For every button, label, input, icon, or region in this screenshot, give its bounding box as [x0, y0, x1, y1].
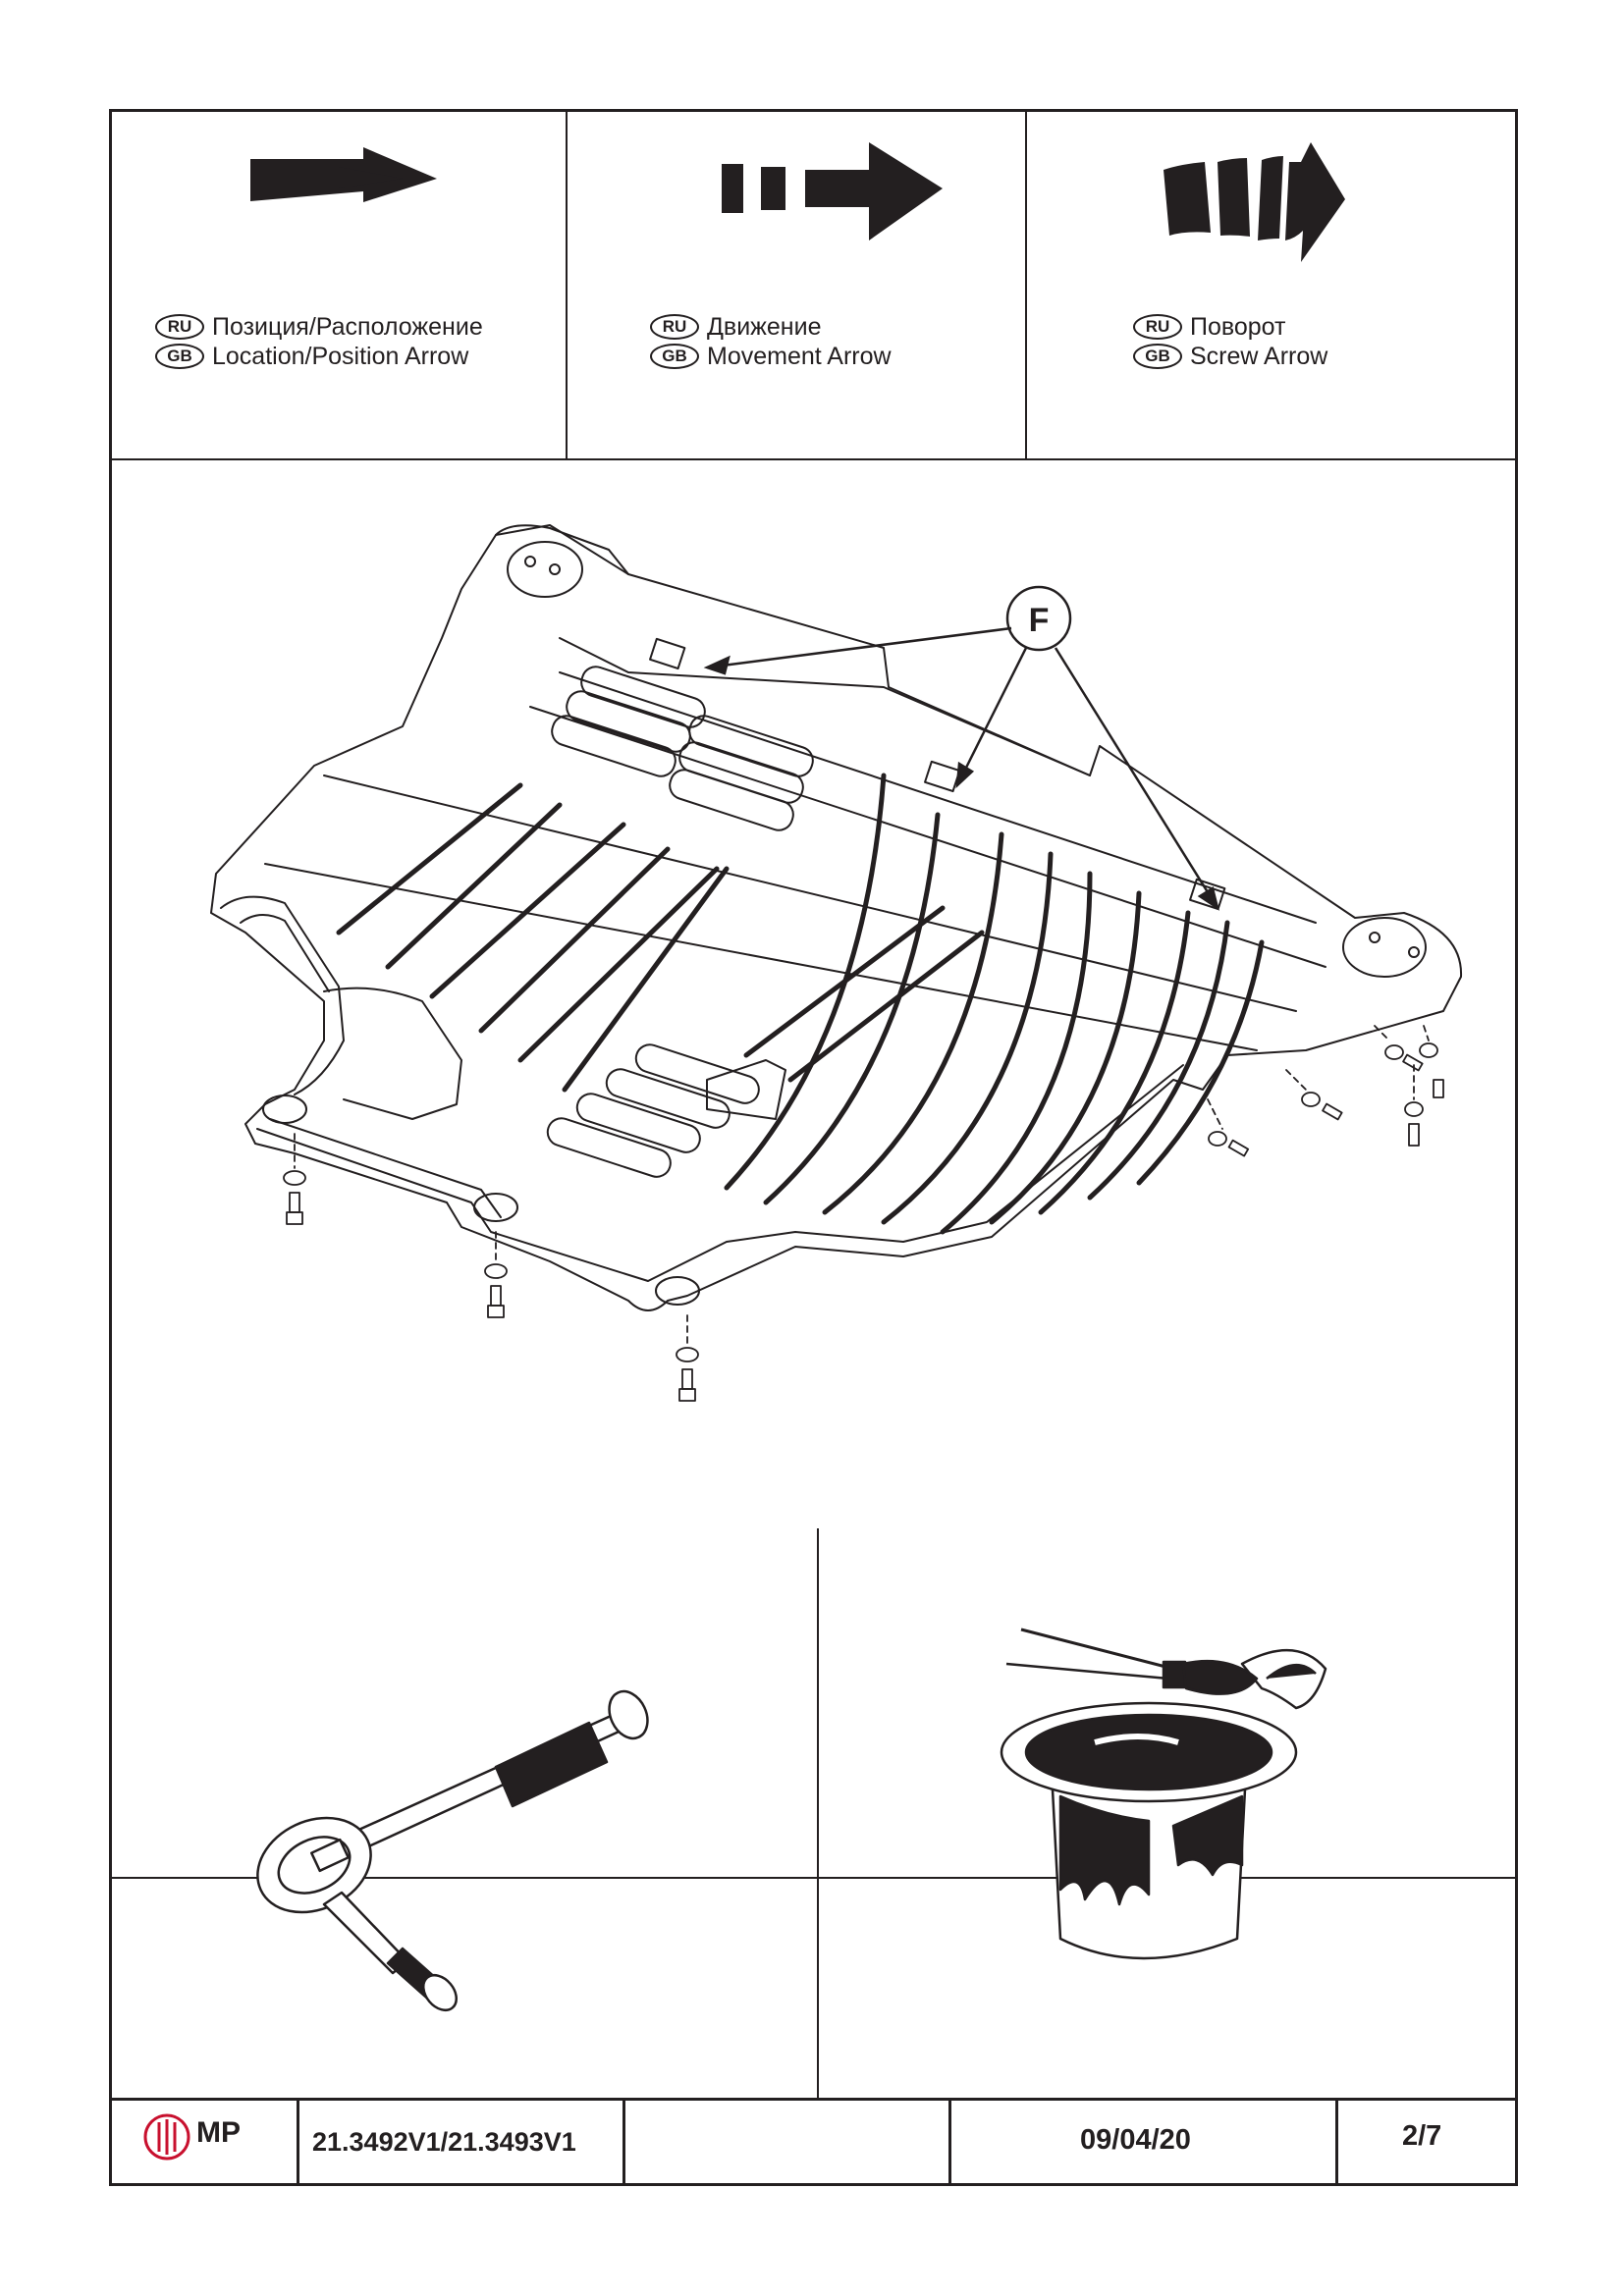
logo-text: MP [196, 2116, 241, 2149]
legend-divider-1 [566, 112, 568, 460]
page-number: 2/7 [1402, 2120, 1442, 2152]
legend-label-screw: RU Поворот GB Screw Arrow [1133, 312, 1327, 371]
footer-divider-4 [1335, 2098, 1338, 2183]
gb-badge: GB [155, 344, 204, 369]
diagram-panel [112, 460, 1515, 1879]
paint-can-brush-icon [1000, 1628, 1327, 1960]
legend-divider-2 [1025, 112, 1027, 460]
ru-badge: RU [1133, 314, 1182, 340]
mp-logo-icon [143, 2113, 190, 2161]
document-date: 09/04/20 [1080, 2124, 1191, 2156]
movement-ru-text: Движение [707, 313, 822, 341]
ratchet-wrench-icon [256, 1689, 649, 2012]
skid-plate-outline [210, 524, 1463, 1311]
movement-gb-text: Movement Arrow [707, 343, 892, 370]
dashed-arrow-icon [722, 142, 943, 240]
location-ru-text: Позиция/Расположение [212, 313, 483, 341]
footer-row [112, 2098, 1515, 2183]
solid-arrow-icon [250, 147, 437, 202]
footer-divider-1 [297, 2098, 299, 2183]
rib-lines [336, 773, 1265, 1235]
footer-divider-2 [623, 2098, 625, 2183]
mount-pads [262, 541, 1427, 1306]
louver-group-bottom [546, 1043, 760, 1178]
screw-gb-text: Screw Arrow [1190, 343, 1328, 370]
ru-badge: RU [650, 314, 699, 340]
tools-divider [817, 1528, 819, 2098]
part-number: 21.3492V1/21.3493V1 [312, 2127, 576, 2157]
callout-f [703, 585, 1219, 911]
twisted-arrow-icon [1164, 142, 1345, 262]
ru-badge: RU [155, 314, 204, 340]
legend-label-movement: RU Движение GB Movement Arrow [650, 312, 892, 371]
page-frame [109, 109, 1518, 2186]
screw-ru-text: Поворот [1190, 313, 1286, 341]
gb-badge: GB [650, 344, 699, 369]
legend-row [112, 112, 1515, 460]
bolts [283, 1025, 1444, 1402]
footer-divider-3 [948, 2098, 951, 2183]
gb-badge: GB [1133, 344, 1182, 369]
location-gb-text: Location/Position Arrow [212, 343, 469, 370]
callout-f-label: F [1029, 602, 1050, 639]
legend-label-location: RU Позиция/Расположение GB Location/Positi… [155, 312, 483, 371]
louver-group-top [551, 666, 814, 831]
